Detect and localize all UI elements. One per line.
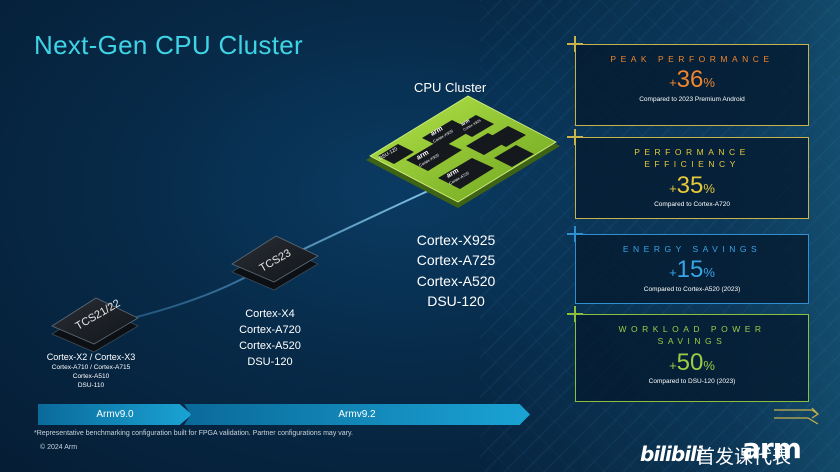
- gen2-core-3: Cortex-A520: [239, 339, 301, 352]
- slide-title: Next-Gen CPU Cluster: [34, 30, 303, 60]
- stat-card-workload-power-savings: WORKLOAD POWER SAVINGS +50% Compared to …: [567, 306, 809, 402]
- gen3-core-3: Cortex-A520: [416, 272, 496, 289]
- chip-tcs23: TCS23: [231, 235, 319, 291]
- core-list-gen3: Cortex-X925 Cortex-A725 Cortex-A520 DSU-…: [398, 230, 514, 311]
- arch-armv9-0-arrow: Armv9.0: [38, 404, 192, 425]
- gen2-core-4: DSU-120: [247, 355, 293, 368]
- progression-curve: [79, 189, 431, 331]
- gen3-core-1: Cortex-X925: [416, 232, 496, 248]
- gen3-core-4: DSU-120: [427, 292, 485, 309]
- chip-tcs21-22: TCS21/22: [51, 297, 139, 353]
- stat-card-peak-performance: PEAK PERFORMANCE +36% Compared to 2023 P…: [567, 36, 809, 126]
- gen1-secondary-core-1: Cortex-A710 / Cortex-A715: [51, 364, 131, 372]
- stat-card-performance-efficiency: PERFORMANCE EFFICIENCY +35% Compared to …: [567, 129, 809, 219]
- decorative-arrows-icon: [774, 407, 819, 425]
- arch-armv9-2-arrow: Armv9.2: [184, 404, 530, 425]
- stat-title: PEAK PERFORMANCE: [610, 54, 774, 64]
- stat-note: Compared to DSU-120 (2023): [648, 378, 736, 386]
- stat-title: WORKLOAD POWER SAVINGS: [618, 324, 766, 347]
- crosshair-icon: [567, 306, 583, 322]
- cluster-core-label-4: arm: [460, 118, 471, 128]
- gen1-secondary-core-3: DSU-110: [77, 382, 105, 390]
- stat-note: Compared to Cortex-A720: [654, 201, 730, 209]
- bilibili-logo: bilibili: [640, 442, 703, 466]
- stat-note: Compared to 2023 Premium Android: [639, 95, 745, 103]
- stat-value: +50%: [669, 348, 715, 376]
- stat-value: +36%: [669, 66, 715, 94]
- copyright: © 2024 Arm: [40, 444, 78, 451]
- gen3-core-2: Cortex-A725: [416, 252, 496, 269]
- arch1-label: Armv9.0: [96, 409, 134, 420]
- crosshair-icon: [567, 129, 583, 145]
- cpu-cluster-title: CPU Cluster: [414, 80, 487, 95]
- arm-logo: arm: [742, 432, 802, 465]
- stat-value: +15%: [669, 256, 715, 284]
- core-list-gen2: Cortex-X4 Cortex-A720 Cortex-A520 DSU-12…: [222, 307, 318, 371]
- core-list-gen1: Cortex-X2 / Cortex-X3 Cortex-A710 / Cort…: [36, 352, 146, 391]
- crosshair-icon: [567, 36, 583, 52]
- gen2-core-2: Cortex-A720: [239, 323, 301, 336]
- watermark-text: 首发课代表: [696, 446, 792, 468]
- arch2-label: Armv9.2: [338, 409, 376, 420]
- stat-value: +35%: [669, 171, 715, 199]
- stat-title: PERFORMANCE EFFICIENCY: [634, 147, 750, 170]
- gen2-core-1: Cortex-X4: [245, 308, 295, 320]
- gen1-secondary-core-2: Cortex-A510: [72, 373, 110, 381]
- crosshair-icon: [567, 226, 583, 242]
- footnote: *Representative benchmarking configurati…: [34, 430, 353, 437]
- cpu-cluster-chip: DSU-120 arm Cortex-X925 arm Cortex-A725 …: [366, 95, 560, 208]
- gen1-primary-cores: Cortex-X2 / Cortex-X3: [46, 352, 136, 362]
- stat-card-energy-savings: ENERGY SAVINGS +15% Compared to Cortex-A…: [567, 226, 809, 304]
- stat-note: Compared to Cortex-A520 (2023): [643, 285, 741, 293]
- stat-title: ENERGY SAVINGS: [622, 244, 762, 254]
